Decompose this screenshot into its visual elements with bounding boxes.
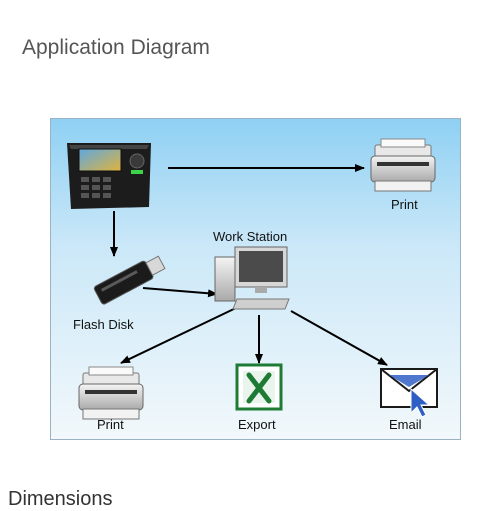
excel-icon — [235, 363, 283, 411]
envelope-icon — [380, 368, 438, 418]
edge-workstation-to-email — [290, 310, 388, 366]
fingerprint-terminal-icon — [67, 143, 151, 209]
printer-icon — [78, 366, 144, 420]
usb-flash-drive-icon — [93, 255, 166, 305]
label-email: Email — [389, 417, 422, 432]
label-export: Export — [238, 417, 276, 432]
diagram-canvas — [67, 138, 438, 420]
label-print-top: Print — [391, 197, 418, 212]
label-work-station: Work Station — [213, 229, 288, 244]
edge-workstation-to-print — [120, 306, 239, 364]
label-flash-disk: Flash Disk — [73, 317, 134, 332]
printer-icon — [370, 138, 436, 192]
page-title: Application Diagram — [22, 36, 210, 59]
application-diagram: Print Work Station Flash Disk Print Expo… — [50, 118, 461, 440]
label-print-bottom: Print — [97, 417, 124, 432]
desktop-computer-icon — [214, 246, 290, 310]
edge-flash-disk-to-workstation — [142, 287, 218, 298]
